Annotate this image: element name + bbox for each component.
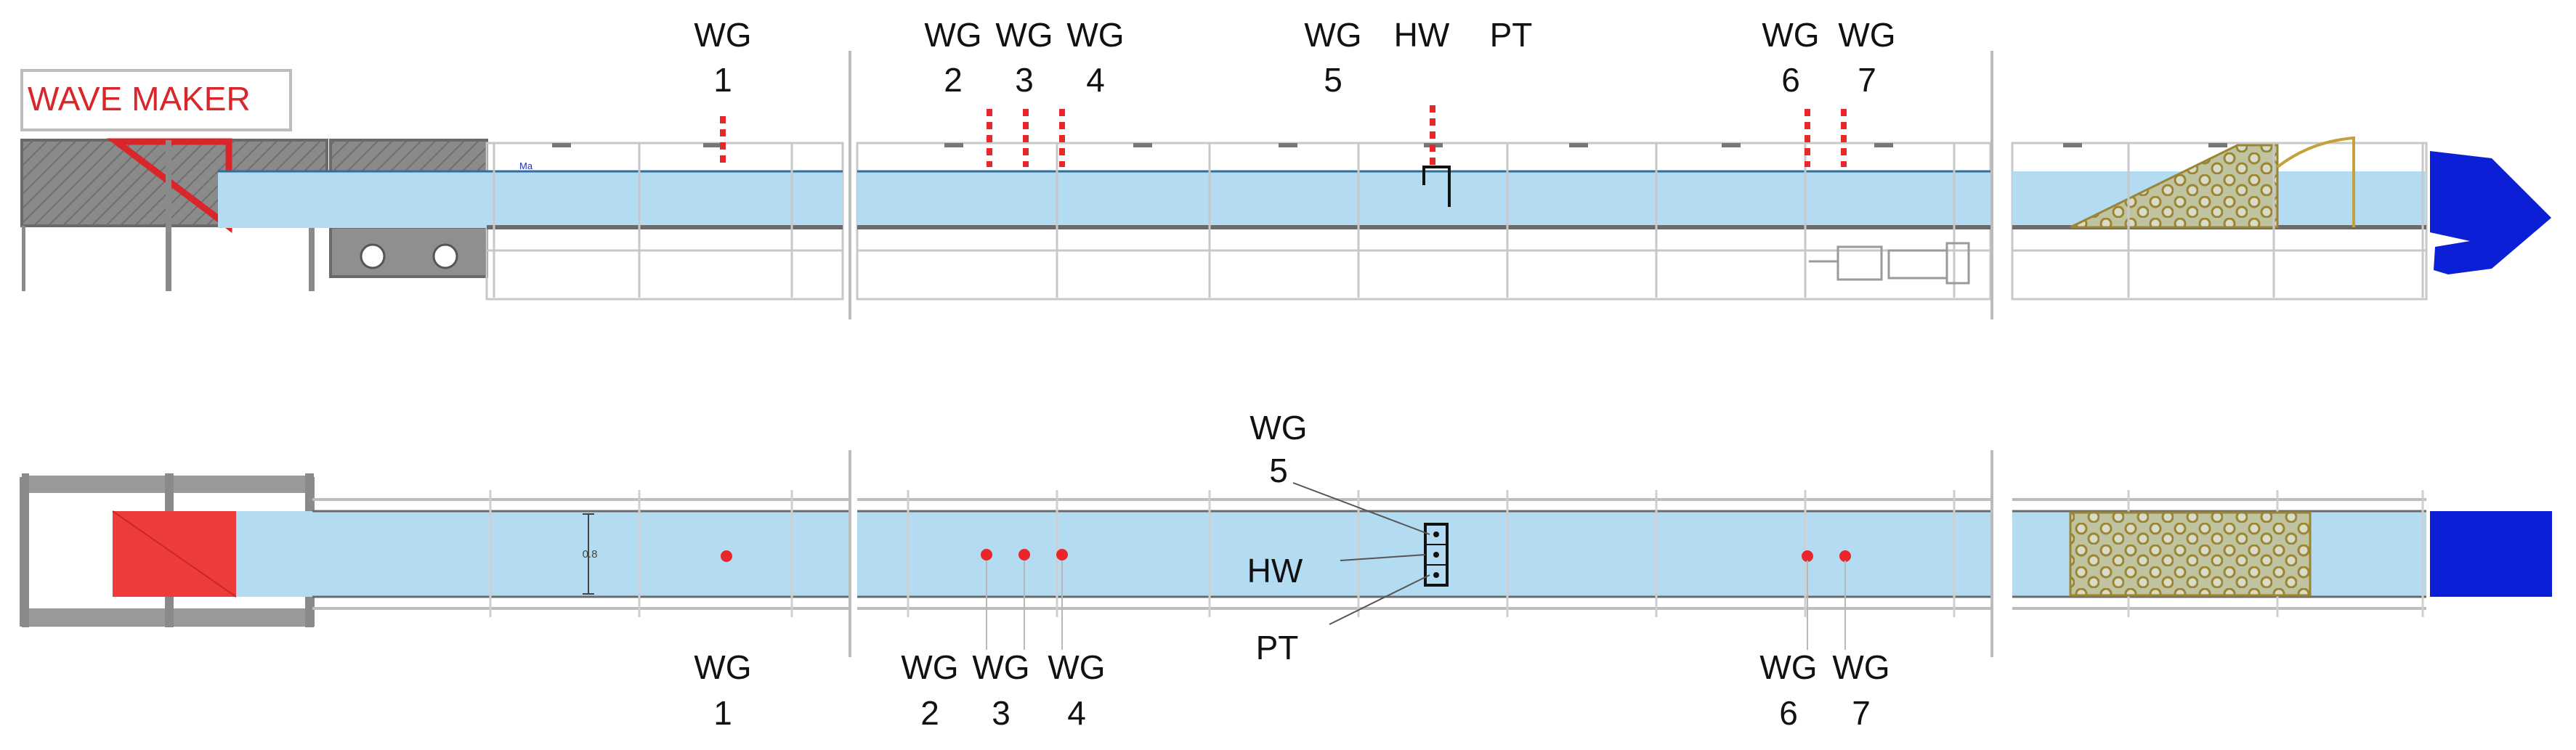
flume-plan: 0.8 [236,490,2552,617]
gauge-dot [1056,549,1068,561]
hw-label: HW [1394,16,1450,54]
wheel [432,243,458,269]
gauge-name: WG [1304,16,1361,54]
plan-gauge-label-1: WG 1 [694,648,751,732]
absorber-section-elevation [2011,136,2428,301]
plan-gauge-label-6: WG 6 [1759,648,1817,732]
gauge-number: 6 [1779,694,1798,732]
plan-gauge-label-5: WG 5 [1249,409,1307,489]
gauge-number: 4 [1086,61,1105,99]
plan-gauge-label-3: WG 3 [972,648,1029,732]
leader-line [1329,574,1430,625]
hw-pt-probe-elevation [1422,166,1451,207]
plan-hw-label: HW [1247,552,1303,590]
gauge-label-1: WG 1 [694,16,751,99]
gauge-number: 3 [1015,61,1034,99]
gauge-labels-elevation: WG 1 WG 2 WG 3 WG 4 WG 5 HW PT WG [694,16,1895,99]
gauge-name: WG [1048,648,1105,686]
gauge-dot [1839,550,1851,562]
gauge-number: 7 [1852,694,1871,732]
pt-label: PT [1490,16,1533,54]
gauge-markers-elevation [720,105,1847,167]
gauge-name: WG [901,648,958,686]
gauge-number: 2 [920,694,939,732]
hw-pt-probe-plan [1292,482,1449,625]
leader-line [1340,554,1426,561]
plan-view: 0.8 [20,409,2552,732]
absorber-mesh-plan [2069,511,2312,597]
water-body [236,511,850,597]
wheel [360,243,386,269]
leader-line [1292,482,1430,535]
pump [1809,242,1970,285]
gauge-number: 5 [1269,452,1288,489]
elevation-view: WAVE MAKER Ma [20,16,2551,319]
gauge-name: WG [1066,16,1124,54]
gauge-label-3: WG 3 [995,16,1053,99]
plan-gauge-label-2: WG 2 [901,648,958,732]
gauge-number: 1 [713,694,732,732]
gauge-number: 5 [1324,61,1342,99]
plan-gauge-label-4: WG 4 [1048,648,1105,732]
gauge-dot [721,550,732,562]
gauge-name: WG [1759,648,1817,686]
gauge-dots-plan [721,549,1851,562]
gauge-name: WG [694,648,751,686]
absorber-beach [2070,144,2279,229]
width-dimension: 0.8 [583,513,598,595]
outlet-plan [2430,511,2552,597]
gauge-number: 7 [1858,61,1876,99]
gauge-label-5: WG 5 [1304,16,1361,99]
gauge-name: WG [924,16,981,54]
gauge-labels-plan: WG 1 WG 2 WG 3 WG 4 WG 6 WG 7 [694,409,1890,732]
gauge-label-7: WG 7 [1838,16,1895,99]
gauge-name: WG [1832,648,1890,686]
gauge-name: WG [694,16,751,54]
gauge-label-4: WG 4 [1066,16,1124,99]
flume-section-elevation-2 [856,142,1992,301]
scale-mark: Ma [519,160,533,171]
gauge-dot [1802,550,1813,562]
wave-maker-label-box [20,69,292,131]
gauge-number: 6 [1781,61,1800,99]
gauge-number: 3 [992,694,1010,732]
gauge-number: 4 [1067,694,1086,732]
wave-maker-label: WAVE MAKER [28,80,251,118]
gauge-name: WG [1838,16,1895,54]
outlet-elevation [2430,151,2551,274]
gauge-name: WG [972,648,1029,686]
gauge-dot [981,549,992,561]
plan-gauge-label-7: WG 7 [1832,648,1890,732]
gauge-number: 2 [944,61,963,99]
flume-section-elevation-1: Ma [218,142,844,301]
water-body [218,171,843,228]
gauge-name: WG [1249,409,1307,447]
gauge-name: WG [995,16,1053,54]
gauge-number: 1 [713,61,732,99]
width-dimension-label: 0.8 [583,548,598,561]
gauge-dot [1018,549,1030,561]
plan-pt-label: PT [1256,629,1299,667]
gauge-name: WG [1762,16,1819,54]
gauge-label-6: WG 6 [1762,16,1819,99]
wave-maker-plan [20,473,315,627]
gauge-label-2: WG 2 [924,16,981,99]
